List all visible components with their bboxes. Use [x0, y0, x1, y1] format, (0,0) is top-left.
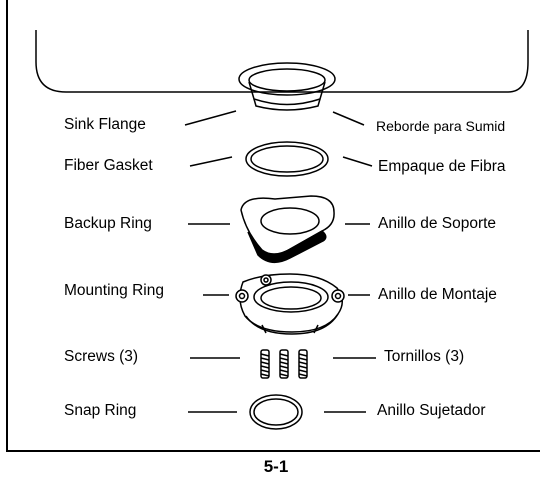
- label-backup-ring-es: Anillo de Soporte: [378, 215, 497, 232]
- label-screws-en: Screws (3): [64, 348, 139, 365]
- snap-ring-part: [249, 394, 303, 430]
- label-screws-es: Tornillos (3): [384, 348, 465, 365]
- label-fiber-gasket-es: Empaque de Fibra: [378, 158, 506, 175]
- label-fiber-gasket-en: Fiber Gasket: [64, 157, 153, 174]
- label-mounting-ring-en: Mounting Ring: [64, 282, 164, 299]
- label-backup-ring-en: Backup Ring: [64, 215, 152, 232]
- leader-lines: [184, 110, 376, 413]
- diagram-frame: [6, 0, 540, 452]
- label-sink-flange-es: Reborde para Sumid: [376, 118, 506, 134]
- label-snap-ring-es: Anillo Sujetador: [377, 402, 486, 419]
- screws-part: [260, 349, 308, 379]
- sink-basin-outline: [35, 30, 529, 93]
- fiber-gasket-part: [245, 141, 329, 177]
- mounting-ring-part: [235, 273, 345, 335]
- figure-caption: 5-1: [263, 457, 289, 476]
- label-sink-flange-en: Sink Flange: [64, 116, 146, 133]
- label-snap-ring-en: Snap Ring: [64, 402, 137, 419]
- sink-flange-part: [238, 62, 336, 111]
- backup-ring-part: [240, 195, 335, 264]
- label-mounting-ring-es: Anillo de Montaje: [378, 286, 497, 303]
